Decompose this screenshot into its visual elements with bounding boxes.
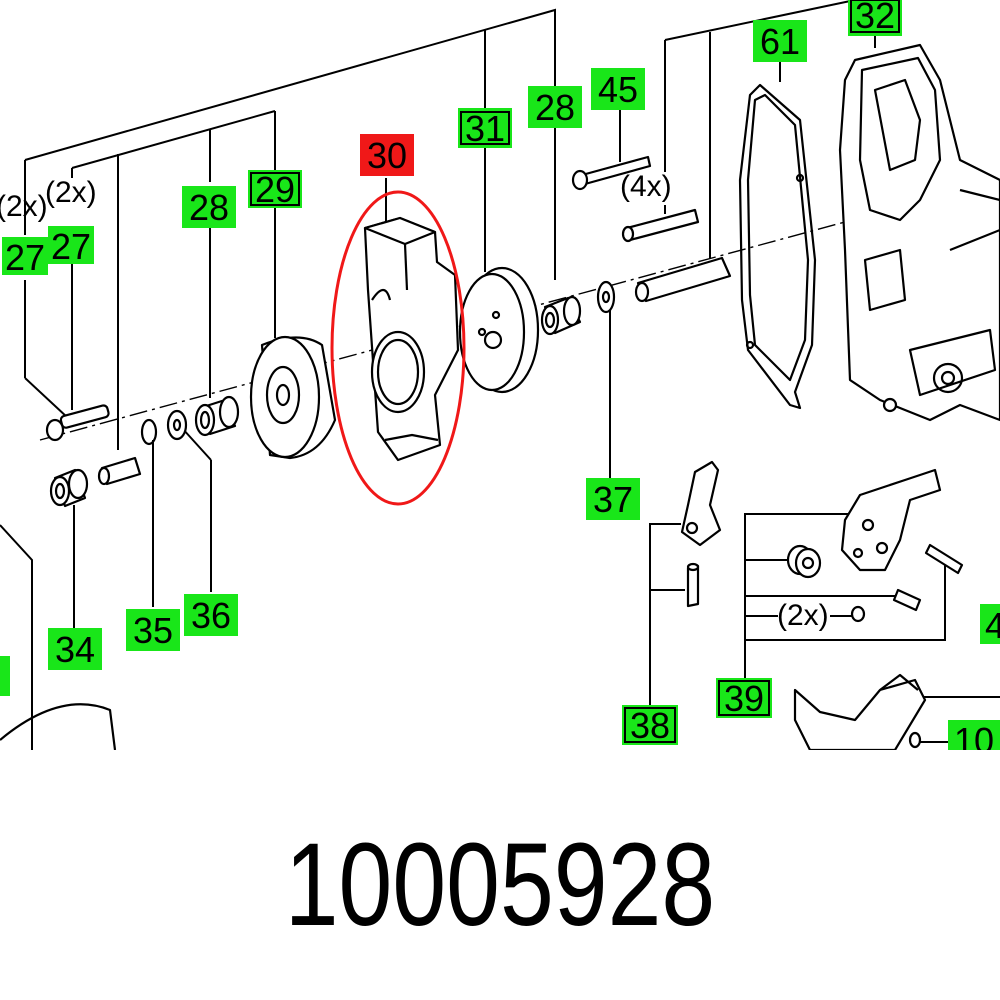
label-28b: 28 [528,86,582,128]
label-29: 29 [248,169,302,210]
roller-part [786,544,822,579]
svg-text:28: 28 [189,187,229,228]
qty-45: (4x) [620,170,672,203]
svg-text:4: 4 [985,605,1000,646]
callout-labels: 27 27 28 29 30 31 28 45 [0,0,1000,750]
screw-part [45,404,110,442]
label-27b: 27 [48,226,94,267]
part-number: 10005928 [284,819,716,951]
label-30: 30 [360,134,414,176]
svg-text:35: 35 [133,610,173,651]
diagram-canvas: 27 27 28 29 30 31 28 45 [0,0,1000,750]
label-61: 61 [753,20,807,62]
bracket-part [840,468,942,572]
pin-39-part [892,543,964,612]
svg-text:27: 27 [51,226,91,267]
dowel-pin-part [621,208,700,243]
label-34: 34 [48,628,102,670]
exploded-parts-diagram: 27 27 28 29 30 31 28 45 [0,0,1000,750]
e-clip-part [850,605,866,623]
label-45: 45 [591,68,645,110]
svg-text:36: 36 [191,595,231,636]
qty-27b: (2x) [45,176,97,209]
label-38: 38 [622,705,678,746]
label-31: 31 [458,108,512,149]
svg-text:38: 38 [630,705,670,746]
housing-part [838,43,1000,422]
svg-text:61: 61 [760,21,800,62]
bushing-part-right [540,295,582,336]
cam-disc-part [249,335,337,460]
pin-38-part [686,562,700,608]
arc-part [0,703,117,750]
gasket-part [738,83,817,410]
svg-text:34: 34 [55,629,95,670]
spring-lever-part [680,460,722,547]
svg-text:37: 37 [593,479,633,520]
disc-part [458,266,540,394]
long-pin-part [634,256,732,303]
label-27a: 27 [2,237,48,278]
svg-text:28: 28 [535,87,575,128]
svg-text:45: 45 [598,69,638,110]
washer-part-right [596,280,616,314]
quantity-notes: (2x) (2x) (4x) (2x) [0,170,829,632]
sleeve-part [49,468,89,508]
svg-text:32: 32 [855,0,895,36]
label-35: 35 [126,609,180,651]
svg-text:39: 39 [724,678,764,719]
label-36: 36 [184,594,238,636]
clip-part [140,418,158,446]
label-32: 32 [848,0,902,36]
screw-45-part [571,155,652,191]
lever-part-30 [363,216,460,462]
label-4: 4 [980,604,1000,646]
svg-text:30: 30 [367,135,407,176]
highlight-ring [330,190,466,506]
svg-text:31: 31 [465,108,505,149]
washer-part [166,409,188,441]
qty-27a: (2x) [0,190,48,223]
bottom-bracket-part [793,673,927,750]
svg-text:10: 10 [954,720,994,750]
bushing-part [194,395,240,437]
label-fragment-left [0,656,10,696]
qty-39: (2x) [777,599,829,632]
label-28a: 28 [182,186,236,228]
label-37: 37 [586,478,640,520]
svg-text:27: 27 [5,237,45,278]
label-39: 39 [716,678,772,719]
label-10: 10 [948,720,1000,750]
pin-part [97,456,142,486]
svg-text:29: 29 [255,169,295,210]
